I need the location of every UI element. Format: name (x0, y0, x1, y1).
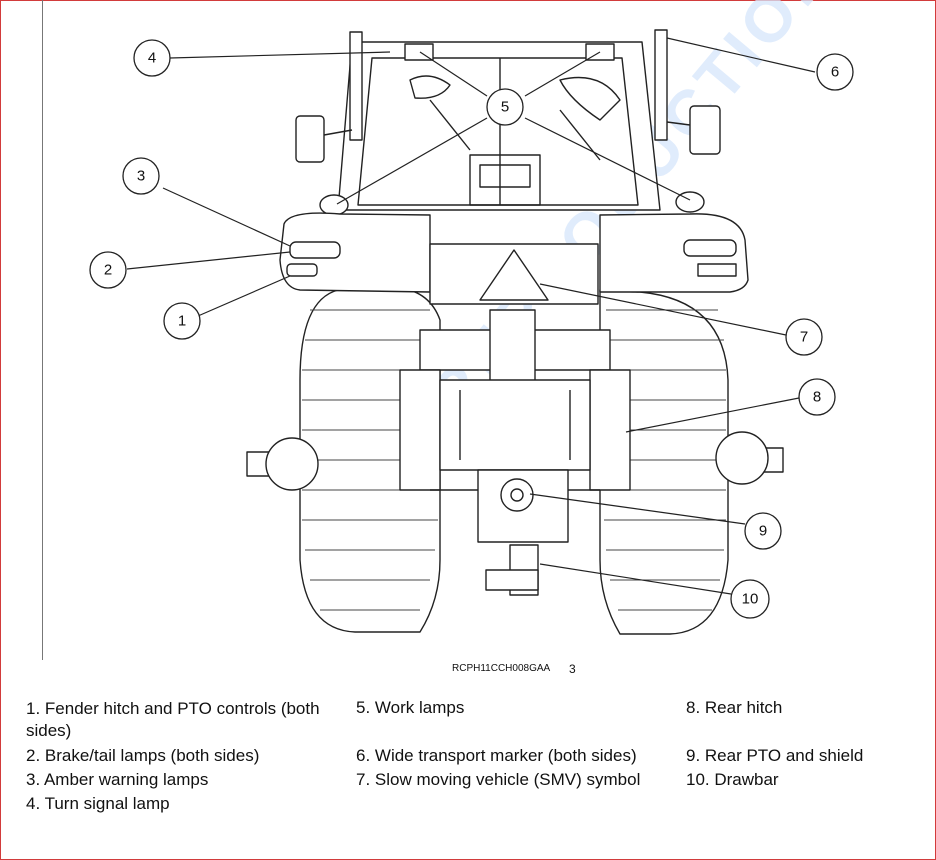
callout-4: 4 (133, 39, 171, 77)
callout-5: 5 (486, 88, 524, 126)
mirror-left (295, 115, 325, 163)
svg-text:6: 6 (831, 64, 839, 81)
svg-text:7: 7 (800, 329, 808, 346)
fender-left (279, 212, 431, 293)
callout-9: 9 (744, 512, 782, 550)
callout-6: 6 (816, 53, 854, 91)
figure-number: 3 (569, 662, 576, 676)
legend-item-5: 5. Work lamps (356, 698, 465, 717)
svg-text:10: 10 (742, 591, 759, 608)
callouts: 1 2 3 4 5 6 7 8 9 10 (89, 39, 854, 619)
legend-item-3: 3. Amber warning lamps (26, 770, 209, 789)
legend-item-6: 6. Wide transport marker (both sides) (356, 746, 637, 765)
callout-10: 10 (730, 579, 770, 619)
figure-left-rule (42, 0, 43, 660)
rear-hitch (399, 309, 631, 491)
legend-item-2: 2. Brake/tail lamps (both sides) (26, 746, 260, 765)
fender-controls-left (286, 263, 318, 277)
cab (337, 41, 661, 211)
svg-text:5: 5 (501, 99, 509, 116)
legend-item-7: 7. Slow moving vehicle (SMV) symbol (356, 770, 641, 789)
callout-3: 3 (122, 157, 160, 195)
tractor-rear-view-illustration: 1 2 3 4 5 6 7 8 9 10 (89, 29, 854, 635)
transport-marker-right (654, 29, 668, 141)
legend-item-10: 10. Drawbar (686, 770, 779, 789)
fender-right (599, 213, 749, 293)
svg-text:4: 4 (148, 50, 156, 67)
figure-id: RCPH11CCH008GAA (452, 663, 551, 674)
legend-item-1: 1. Fender hitch and PTO controls (both s… (26, 699, 320, 740)
callout-1: 1 (163, 302, 201, 340)
svg-text:9: 9 (759, 523, 767, 540)
legend-item-8: 8. Rear hitch (686, 698, 783, 717)
work-lamp-lower-left (319, 194, 349, 216)
callout-2: 2 (89, 251, 127, 289)
svg-text:3: 3 (137, 168, 145, 185)
smv-symbol (479, 249, 549, 301)
drawbar (485, 544, 539, 596)
callout-8: 8 (798, 378, 836, 416)
callout-7: 7 (785, 318, 823, 356)
transport-marker-left (349, 31, 363, 141)
rear-pto-and-shield (477, 469, 569, 543)
leader-lines (126, 37, 816, 595)
svg-text:2: 2 (104, 262, 112, 279)
svg-text:8: 8 (813, 389, 821, 406)
legend-item-4: 4. Turn signal lamp (26, 794, 170, 813)
legend-item-9: 9. Rear PTO and shield (686, 746, 864, 765)
mirror-right (689, 105, 721, 155)
svg-text:1: 1 (178, 313, 186, 330)
brake-tail-lamp-right (683, 239, 737, 257)
brake-tail-lamp-left (289, 241, 341, 259)
